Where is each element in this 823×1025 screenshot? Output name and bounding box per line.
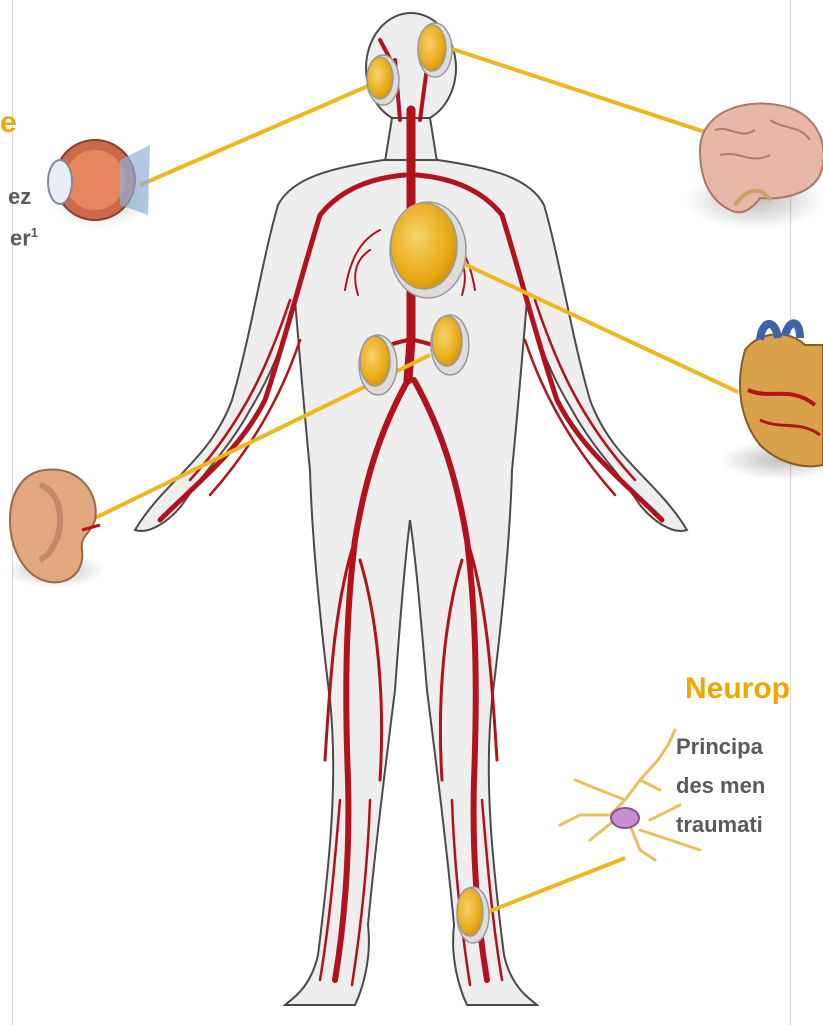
- eye-icon: [48, 140, 152, 229]
- kidney-marker-right: [431, 315, 469, 375]
- kidney-icon: [5, 469, 105, 588]
- head-marker-left: [367, 55, 399, 105]
- neuron-icon: [560, 730, 700, 860]
- kidney-marker-left: [359, 335, 397, 395]
- heart-icon: [720, 323, 823, 480]
- head-marker-right: [418, 23, 452, 77]
- foot-marker: [457, 887, 489, 943]
- heart-marker: [390, 202, 466, 298]
- brain-icon: [685, 103, 823, 230]
